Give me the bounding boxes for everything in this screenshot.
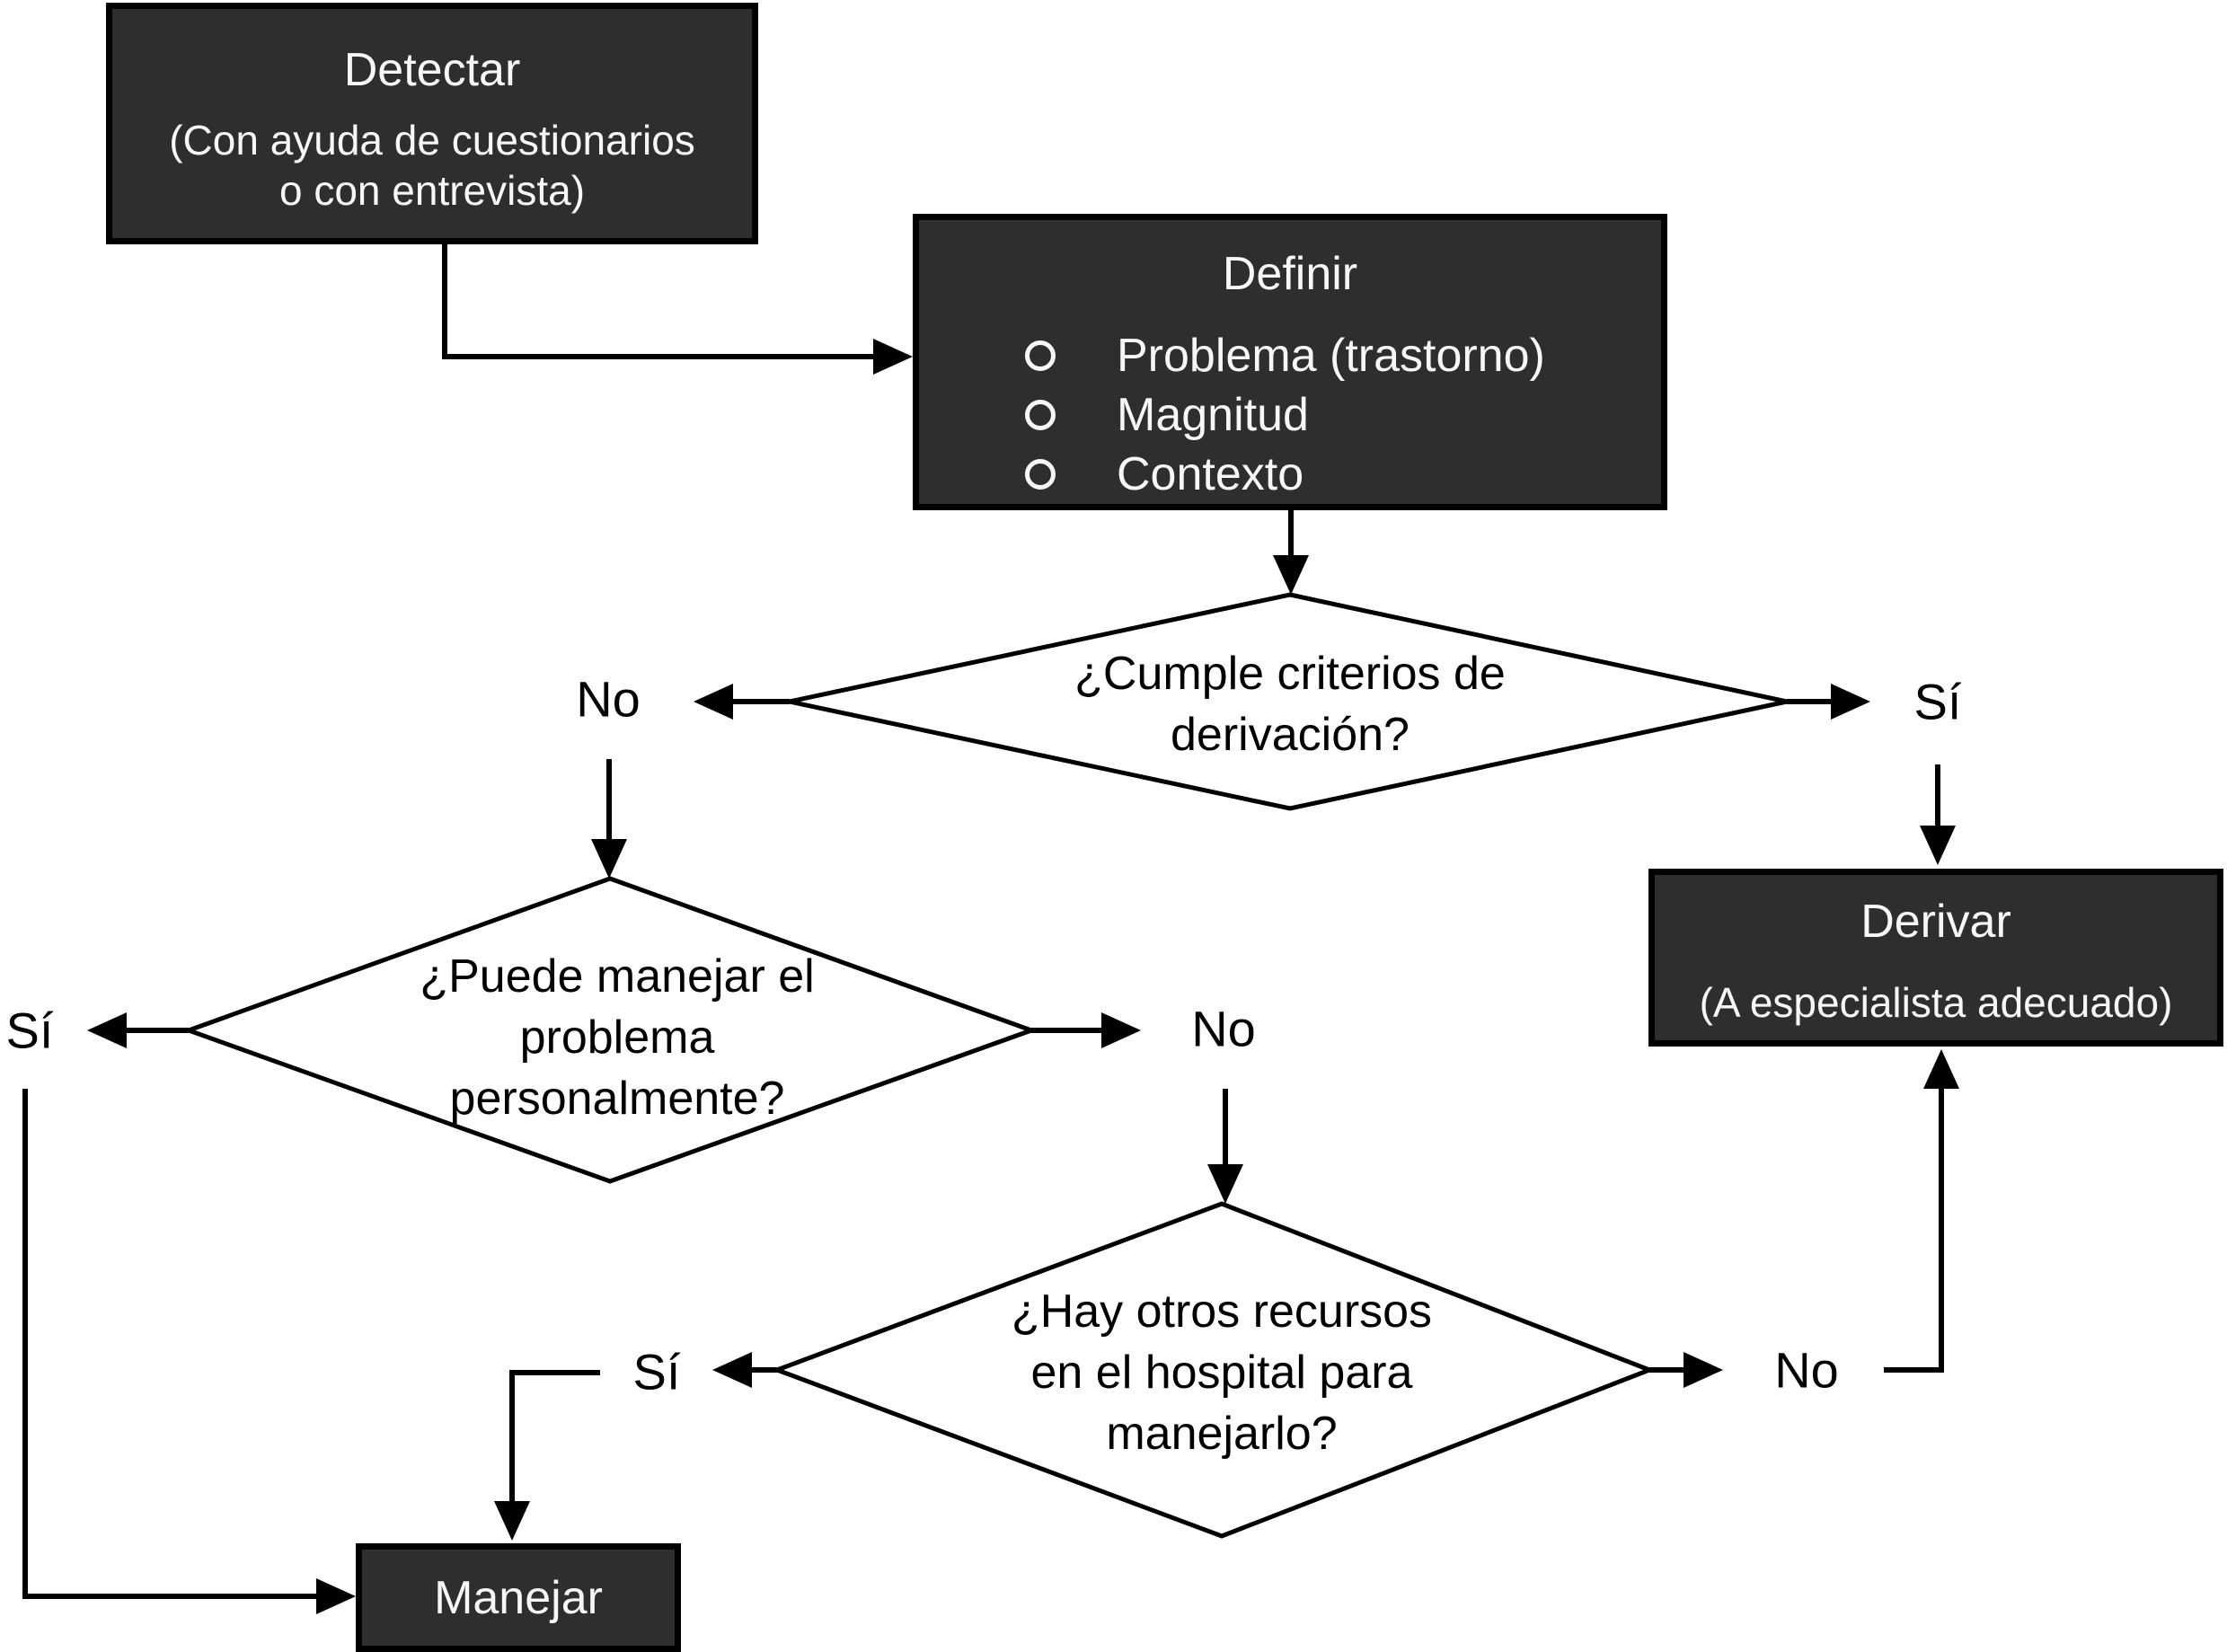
definir-bullet-list: Problema (trastorno) Magnitud Contexto — [919, 326, 1661, 504]
label-si-derivacion: Sí — [1913, 673, 1962, 730]
decision-hay-recursos-line1: ¿Hay otros recursos — [1011, 1285, 1433, 1338]
node-definir: Definir Problema (trastorno) Magnitud Co… — [913, 214, 1667, 510]
connector-hay-recursos-no — [1649, 1352, 1723, 1388]
arrowhead-into-derivar-top — [1920, 826, 1956, 865]
diamond-puede-manejar — [181, 876, 1038, 1184]
definir-bullet-problema: Problema (trastorno) — [1025, 326, 1545, 385]
connector-no-elbow-derivar — [1884, 1049, 1959, 1373]
arrowhead-into-manejar-top — [494, 1501, 530, 1541]
label-no-hay-recursos: No — [1774, 1341, 1839, 1399]
definir-bullet-contexto: Contexto — [1025, 445, 1304, 504]
arrowhead-into-manejar-left — [316, 1578, 356, 1614]
decision-hay-recursos-line2: en el hospital para — [1030, 1347, 1413, 1399]
label-no-puede-manejar: No — [1191, 1000, 1256, 1057]
decision-hay-recursos-line3: manejarlo? — [1106, 1408, 1338, 1460]
decision-text-hay-recursos: ¿Hay otros recursos en el hospital para … — [1012, 1281, 1432, 1464]
arrowhead-hay-recursos-no — [1684, 1352, 1723, 1388]
label-si-puede-manejar: Sí — [5, 1002, 54, 1059]
arrowhead-into-derivar-bottom — [1923, 1049, 1959, 1089]
decision-derivacion-line1: ¿Cumple criterios de — [1074, 648, 1506, 700]
detectar-subtitle-line2: o con entrevista) — [278, 167, 586, 214]
connector-no-to-puede-manejar — [591, 759, 627, 879]
diamond-cumple-criterios — [789, 592, 1788, 811]
connector-detectar-definir — [442, 243, 913, 375]
connector-derivacion-no — [694, 684, 790, 720]
node-manejar: Manejar — [356, 1543, 681, 1652]
connector-si-elbow-manejar — [494, 1370, 600, 1541]
connector-no-to-hay-recursos — [1207, 1089, 1243, 1204]
arrowhead-hay-recursos-si — [712, 1352, 752, 1388]
arrowhead-puede-manejar-no — [1101, 1012, 1141, 1048]
definir-bullet-magnitud-label: Magnitud — [1117, 389, 1309, 441]
detectar-subtitle-line1: (Con ayuda de cuestionarios — [169, 117, 695, 163]
bullet-circle-icon — [1025, 459, 1056, 490]
derivar-subtitle: (A especialista adecuado) — [1699, 979, 2173, 1026]
node-derivar: Derivar (A especialista adecuado) — [1648, 869, 2223, 1047]
decision-derivacion-line2: derivación? — [1171, 709, 1410, 761]
arrowhead-into-decision-derivacion — [1273, 555, 1309, 595]
connector-puede-manejar-si — [87, 1012, 189, 1048]
label-no-derivacion: No — [576, 670, 641, 728]
arrowhead-derivacion-si — [1831, 684, 1870, 720]
decision-puede-manejar-line1: ¿Puede manejar el — [420, 950, 815, 1003]
bullet-circle-icon — [1025, 400, 1056, 430]
manejar-title: Manejar — [434, 1571, 603, 1624]
connector-hay-recursos-si — [712, 1352, 777, 1388]
arrowhead-into-puede-manejar — [591, 839, 627, 879]
arrowhead-into-definir — [873, 339, 913, 375]
connector-puede-manejar-no — [1031, 1012, 1141, 1048]
decision-puede-manejar-line3: personalmente? — [449, 1073, 785, 1125]
decision-text-puede-manejar: ¿Puede manejar el problema personalmente… — [420, 946, 814, 1129]
definir-bullet-magnitud: Magnitud — [1025, 385, 1309, 445]
arrowhead-derivacion-no — [694, 684, 733, 720]
decision-text-derivacion: ¿Cumple criterios de derivación? — [1074, 643, 1506, 765]
node-detectar: Detectar (Con ayuda de cuestionarios o c… — [106, 3, 758, 244]
connector-definir-decision — [1273, 508, 1309, 595]
definir-bullet-contexto-label: Contexto — [1117, 448, 1304, 500]
arrowhead-into-hay-recursos — [1207, 1164, 1243, 1204]
definir-bullet-problema-label: Problema (trastorno) — [1117, 330, 1545, 382]
connector-derivacion-si — [1787, 684, 1870, 720]
connector-si-to-derivar — [1920, 764, 1956, 865]
diamond-hay-otros-recursos — [770, 1201, 1656, 1539]
definir-title: Definir — [1222, 248, 1358, 300]
detectar-title: Detectar — [343, 44, 521, 96]
derivar-title: Derivar — [1860, 896, 2011, 948]
arrowhead-puede-manejar-si — [87, 1012, 127, 1048]
label-si-hay-recursos: Sí — [632, 1343, 681, 1400]
connector-si-to-manejar-left — [22, 1089, 356, 1614]
bullet-circle-icon — [1025, 340, 1056, 371]
decision-puede-manejar-line2: problema — [519, 1012, 715, 1064]
